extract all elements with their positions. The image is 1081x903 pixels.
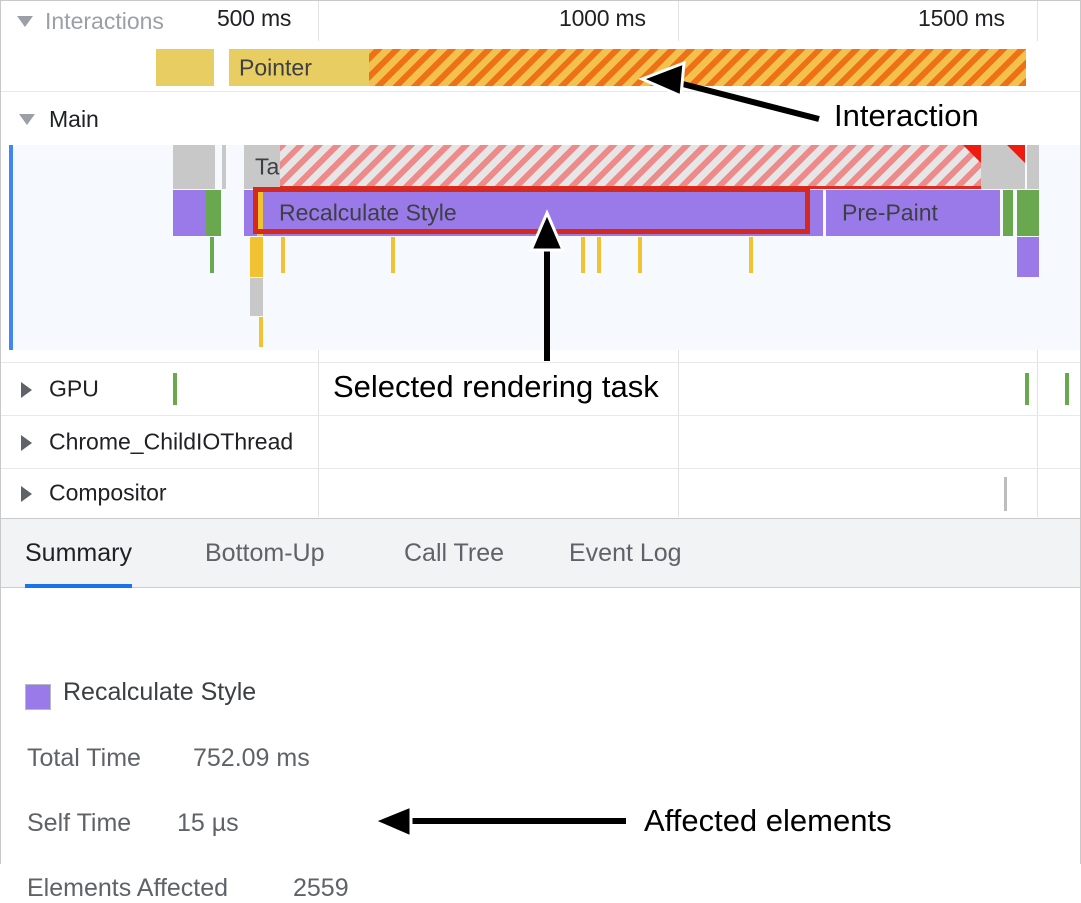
- interaction-pointer-label: Pointer: [239, 54, 312, 80]
- tab-bottom-up[interactable]: Bottom-Up: [205, 519, 324, 587]
- recalc-thin-block[interactable]: [244, 190, 257, 236]
- annotation-interaction-text: Interaction: [834, 98, 979, 133]
- main-row-rendering[interactable]: Recalculate Style Pre-Paint: [13, 190, 1080, 236]
- compositor-gray-mark[interactable]: [1004, 477, 1007, 511]
- track-divider: [1, 415, 1080, 416]
- yellow-thin-block[interactable]: [257, 190, 263, 236]
- track-main-header[interactable]: Main: [1, 92, 1080, 145]
- track-gpu-label: GPU: [49, 375, 99, 402]
- track-divider: [1, 91, 1080, 92]
- green-thin-block[interactable]: [1003, 190, 1013, 236]
- yellow-tick[interactable]: [749, 237, 753, 273]
- recalc-tail-block[interactable]: [804, 190, 823, 236]
- main-track-selected-indicator: [9, 94, 13, 350]
- interaction-block[interactable]: [156, 49, 214, 86]
- long-task-warning-flag-icon: [1007, 145, 1025, 163]
- triangle-down-icon[interactable]: [17, 16, 33, 27]
- yellow-tick[interactable]: [391, 237, 395, 273]
- recalculate-style-label: Recalculate Style: [279, 199, 457, 226]
- task-thin-gray[interactable]: [222, 145, 226, 189]
- yellow-tick[interactable]: [281, 237, 285, 273]
- stat-key-total-time: Total Time: [27, 744, 141, 772]
- tab-bottom-up-label: Bottom-Up: [205, 538, 325, 567]
- yellow-tick[interactable]: [597, 237, 601, 273]
- triangle-right-icon[interactable]: [21, 435, 32, 451]
- tab-call-tree-label: Call Tree: [404, 538, 505, 567]
- pre-paint-block[interactable]: Pre-Paint: [826, 190, 1000, 236]
- stat-key-elements-affected: Elements Affected: [27, 874, 229, 902]
- interaction-hatched-block[interactable]: [369, 49, 1026, 86]
- yellow-tick[interactable]: [638, 237, 642, 273]
- task-gray-block[interactable]: [173, 145, 215, 189]
- task-block[interactable]: Task: [244, 145, 302, 189]
- details-panel: Summary Bottom-Up Call Tree Event Log Re…: [1, 518, 1080, 902]
- triangle-down-icon[interactable]: [19, 114, 35, 125]
- tab-active-underline: [25, 584, 132, 588]
- track-main-label: Main: [49, 106, 99, 132]
- main-flamechart-body[interactable]: Task Recalcul: [13, 145, 1080, 350]
- track-interactions-lane[interactable]: Pointer: [1, 41, 1080, 91]
- track-interactions-header[interactable]: Interactions: [1, 1, 1080, 41]
- tab-event-log-label: Event Log: [569, 538, 682, 567]
- track-gpu[interactable]: GPU: [1, 363, 1080, 415]
- details-tabstrip[interactable]: Summary Bottom-Up Call Tree Event Log: [1, 519, 1080, 588]
- track-compositor-label: Compositor: [49, 479, 167, 506]
- track-compositor[interactable]: Compositor: [1, 469, 1080, 517]
- purple-tick[interactable]: [1017, 237, 1039, 277]
- green-tick[interactable]: [210, 237, 214, 273]
- recalculate-style-block[interactable]: Recalculate Style: [263, 190, 804, 236]
- ruler-tick-label: 500 ms: [217, 5, 292, 31]
- yellow-tick[interactable]: [581, 237, 585, 273]
- long-task-warning-flag-icon: [963, 145, 981, 163]
- yellow-tick[interactable]: [259, 317, 263, 347]
- green-block-2[interactable]: [1017, 190, 1039, 236]
- stat-key-self-time: Self Time: [27, 809, 132, 837]
- track-divider: [1, 362, 1080, 363]
- track-divider: [1, 468, 1080, 469]
- summary-event-name: Recalculate Style: [63, 678, 257, 706]
- stat-value-elements-affected: 2559: [293, 874, 349, 902]
- gpu-green-mark[interactable]: [1025, 373, 1029, 405]
- triangle-right-icon[interactable]: [21, 382, 32, 398]
- main-row-task[interactable]: Task: [13, 145, 1080, 189]
- timeline-ruler: 500 ms 1000 ms 1500 ms: [1, 1, 1080, 41]
- task-gray-block-2[interactable]: [981, 145, 1025, 189]
- gray-tick[interactable]: [250, 278, 263, 316]
- annotation-affected-elements-text: Affected elements: [644, 803, 892, 838]
- gpu-green-mark[interactable]: [1065, 373, 1069, 405]
- interaction-pointer-block[interactable]: Pointer: [229, 49, 369, 86]
- tab-summary-label: Summary: [25, 538, 132, 567]
- pre-paint-label: Pre-Paint: [842, 199, 938, 226]
- ruler-tick-label: 1500 ms: [918, 5, 1005, 31]
- track-chrome-childiothread[interactable]: Chrome_ChildIOThread: [1, 416, 1080, 468]
- track-chrome-childiothread-label: Chrome_ChildIOThread: [49, 428, 294, 455]
- stat-value-self-time: 15 µs: [177, 809, 239, 837]
- recalc-small-block[interactable]: [173, 190, 206, 236]
- event-color-swatch: [25, 684, 51, 710]
- yellow-wide-tick[interactable]: [250, 237, 263, 277]
- main-row-extra2[interactable]: [13, 317, 1080, 347]
- annotation-selected-rendering-task-text: Selected rendering task: [333, 369, 659, 404]
- ruler-tick-label: 1000 ms: [559, 5, 646, 31]
- tab-event-log[interactable]: Event Log: [569, 519, 682, 587]
- timeline-flamechart[interactable]: 500 ms 1000 ms 1500 ms Interactions Poin…: [1, 1, 1080, 517]
- tab-summary[interactable]: Summary: [25, 519, 132, 588]
- tab-call-tree[interactable]: Call Tree: [404, 519, 504, 587]
- main-row-extra[interactable]: [13, 278, 1080, 316]
- triangle-right-icon[interactable]: [21, 486, 32, 502]
- task-gray-block-3[interactable]: [1027, 145, 1039, 189]
- stat-value-total-time: 752.09 ms: [193, 744, 310, 772]
- green-block[interactable]: [206, 190, 221, 236]
- main-row-ticks[interactable]: [13, 237, 1080, 277]
- long-task-hatched-block[interactable]: [280, 145, 981, 189]
- gpu-green-mark[interactable]: [173, 373, 177, 405]
- track-interactions-label: Interactions: [45, 8, 164, 34]
- summary-content: Recalculate Style Total Time 752.09 ms S…: [1, 587, 1080, 902]
